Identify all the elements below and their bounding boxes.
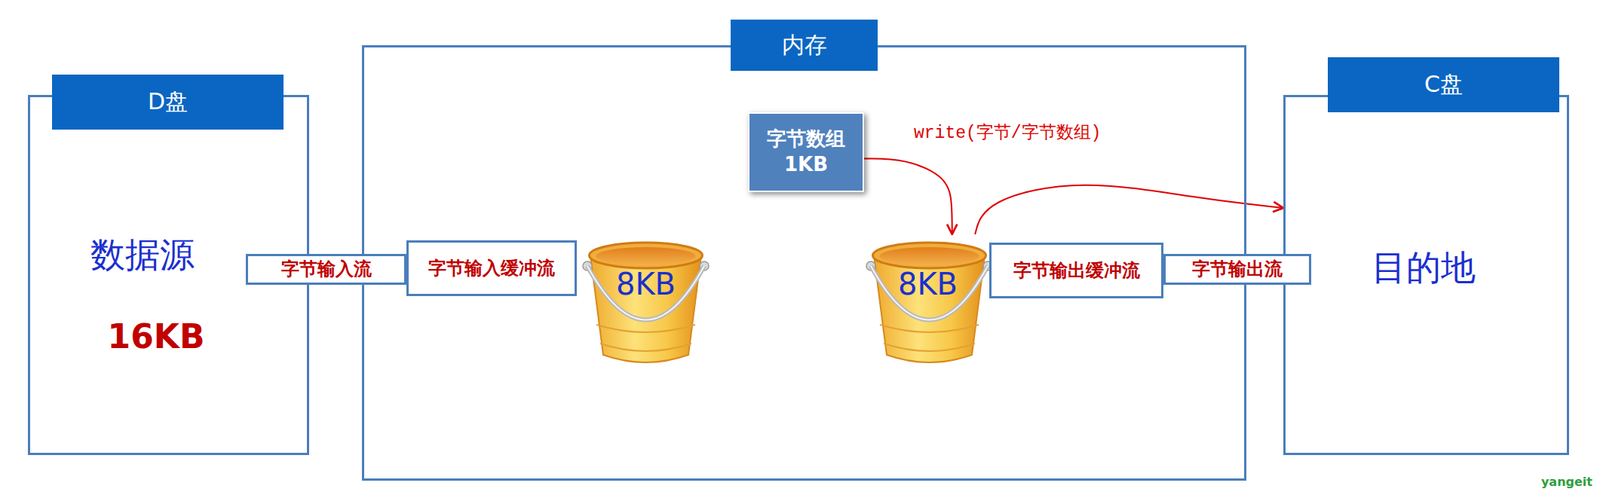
watermark: yangeit [1541,475,1593,490]
stream-band: 字节输出流 [1163,254,1312,286]
buffer-bucket: 8KB [860,234,996,368]
storage-panel: C盘目的地 [1283,95,1570,456]
flow-arrow [974,185,1284,235]
size-label: 16KB [107,318,206,356]
panel-header: 内存 [730,19,878,71]
bucket-drawing [582,242,709,363]
edge-label: write(字节/字节数组) [911,123,1104,145]
stream-band: 字节输出缓冲流 [989,242,1164,299]
buffer-bucket: 8KB [576,234,715,368]
stream-band: 字节输入流 [245,254,407,286]
flow-arrow [864,158,953,235]
buffer-size: 8KB [898,269,958,300]
storage-panel: 字节输入缓冲流8KB字节数组1KB8KB字节输出缓冲流内存 [361,45,1247,482]
stream-label: 字节输入缓冲流 [428,257,555,280]
stream-label: 字节输入流 [281,258,372,281]
bucket-drawing [866,242,993,363]
panel-header: C盘 [1327,57,1560,113]
panel-header: D盘 [52,74,284,130]
panel-content-label: 数据源 [90,236,195,275]
stream-label: 字节输出流 [1192,258,1283,281]
buffer-size: 8KB [616,269,676,300]
panel-content-label: 目的地 [1371,248,1476,288]
array-size: 1KB [784,152,828,178]
array-name: 字节数组 [766,126,846,153]
byte-array-box: 字节数组1KB [747,112,865,193]
stream-label: 字节输出缓冲流 [1013,260,1141,282]
stream-band: 字节输入缓冲流 [406,240,577,297]
